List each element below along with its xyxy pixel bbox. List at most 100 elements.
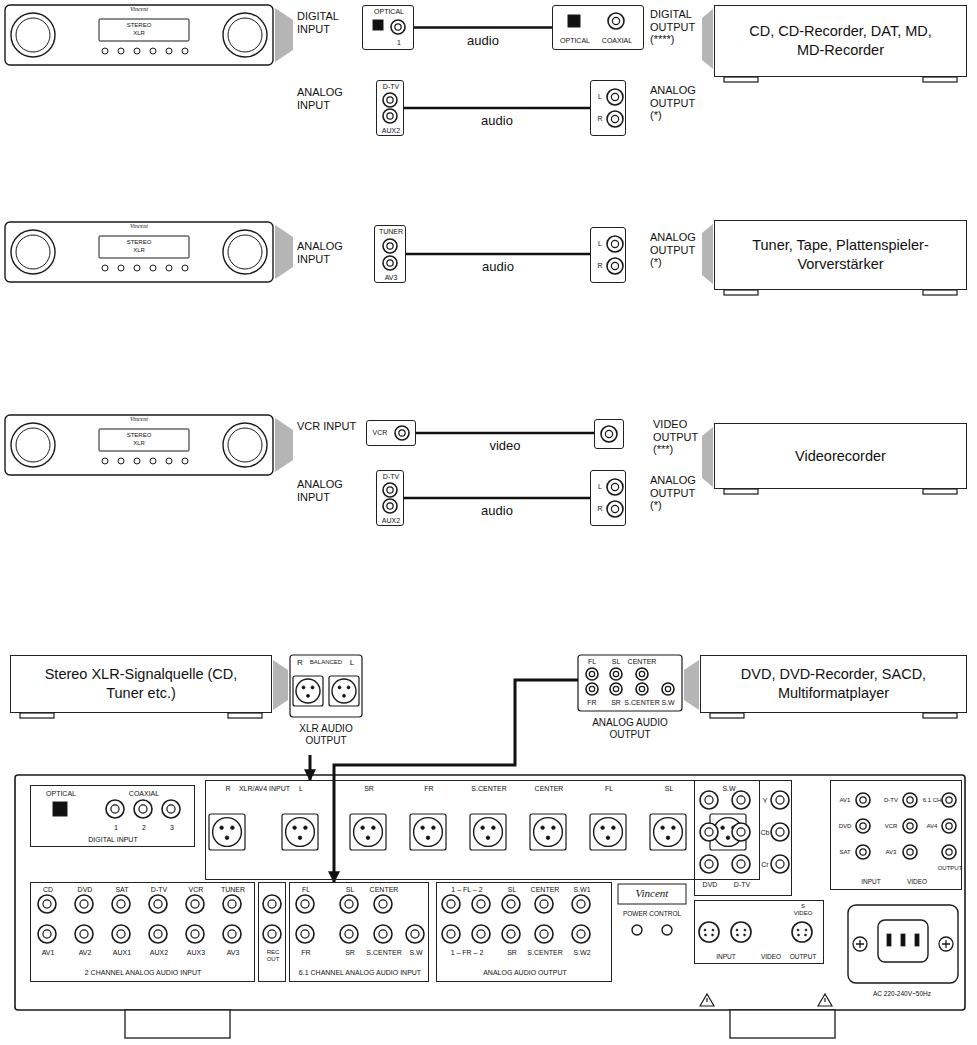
jack-symbols	[650, 814, 686, 850]
device-box: Videorecorder	[714, 423, 967, 489]
jack-symbols	[535, 895, 553, 913]
receiver-front	[118, 458, 124, 464]
jack-symbols	[298, 836, 302, 840]
jack-symbols	[737, 828, 745, 836]
jack-symbols	[395, 24, 401, 30]
jack-symbols	[293, 826, 297, 830]
jack-symbols	[726, 836, 730, 840]
jack-symbols	[442, 925, 460, 943]
jack-panel: D-TVAUX2	[376, 80, 404, 136]
device-box: CD, CD-Recorder, DAT, MD, MD-Recorder	[714, 5, 967, 77]
receiver-front	[182, 265, 188, 271]
jack-symbols	[447, 900, 455, 908]
receiver-front	[166, 265, 172, 271]
signal-cable	[414, 26, 552, 29]
jack-symbols	[611, 240, 618, 247]
jack-label: FR	[301, 949, 310, 957]
jack-label: D-TV	[383, 473, 399, 481]
jack-label: CENTER	[370, 886, 399, 894]
jack-symbols	[700, 823, 718, 841]
receiver-front	[16, 18, 50, 52]
signal-beam	[702, 427, 713, 487]
receiver-front	[16, 235, 50, 269]
device-name: CD, CD-Recorder, DAT, MD, MD-Recorder	[745, 22, 936, 60]
receiver-front	[150, 48, 156, 54]
jack-label: SR	[507, 949, 517, 957]
jack-label: S.W	[661, 699, 674, 707]
jack-panel: OPTICALCOAXIAL	[552, 5, 644, 50]
jack-symbols	[374, 895, 392, 913]
jack-label: AUX1	[113, 949, 131, 957]
receiver-front	[118, 265, 124, 271]
jack-symbols	[607, 111, 623, 127]
jack-symbols	[907, 797, 913, 803]
jack-symbols	[639, 671, 644, 676]
jack-label: L	[350, 658, 354, 667]
receiver-front	[99, 236, 189, 258]
receiver-front	[166, 458, 172, 464]
jack-symbols	[903, 845, 917, 859]
jack-label: CENTER	[628, 658, 657, 666]
jack-symbols	[535, 925, 553, 943]
jack-symbols	[383, 499, 397, 513]
jack-symbols	[149, 925, 167, 943]
jack-symbols	[661, 826, 665, 830]
rear-panel	[915, 934, 919, 946]
signal-beam	[275, 225, 293, 279]
signal-beam	[275, 8, 293, 62]
jack-symbols	[53, 802, 67, 816]
receiver-front	[182, 458, 188, 464]
jack-symbols	[744, 929, 746, 931]
jack-symbols	[387, 260, 393, 266]
jack-symbols	[345, 900, 353, 908]
jack-label: D-TV	[734, 881, 750, 889]
jack-symbols	[771, 855, 789, 873]
rear-panel	[939, 937, 953, 951]
jack-symbols	[639, 686, 644, 691]
jack-symbols	[154, 930, 162, 938]
jack-symbols	[798, 934, 800, 936]
device-name: DVD, DVD-Recorder, SACD, Multiformatplay…	[731, 665, 936, 703]
jack-symbols	[38, 895, 56, 913]
jack-symbols	[613, 686, 618, 691]
jack-symbols	[302, 686, 305, 689]
jack-symbols	[665, 686, 670, 691]
jack-label: R	[597, 115, 602, 123]
receiver-front	[228, 18, 262, 52]
jack-label: XLR AUDIO OUTPUT	[283, 723, 369, 746]
jack-symbols	[186, 895, 204, 913]
jack-symbols	[387, 243, 393, 249]
connector-group: YCbCrDVDD-TV	[694, 780, 792, 896]
jack-symbols	[293, 676, 323, 706]
jack-label: S.W	[409, 949, 422, 957]
rear-panel	[15, 775, 965, 1038]
jack-symbols	[607, 236, 623, 252]
display-text: STEREO	[127, 239, 152, 246]
receiver-front	[134, 48, 140, 54]
jack-label: DVD	[703, 881, 718, 889]
jack-symbols	[705, 860, 713, 868]
jack-symbols	[577, 900, 585, 908]
jack-label: Cb	[761, 829, 770, 837]
jack-symbols	[610, 683, 622, 695]
jack-symbols	[191, 930, 199, 938]
display-text: XLR	[133, 247, 145, 254]
jack-symbols	[410, 814, 446, 850]
jack-label: AUX3	[187, 949, 205, 957]
jack-symbols	[607, 479, 623, 495]
connection-caption: ANALOG INPUT	[297, 478, 359, 503]
jack-symbols	[296, 895, 314, 913]
jack-panel: RBALANCEDLXLR AUDIO OUTPUT	[290, 655, 362, 755]
jack-symbols	[354, 818, 383, 847]
jack-symbols	[332, 679, 356, 703]
jack-symbols	[636, 683, 648, 695]
receiver-front	[5, 222, 273, 282]
jack-label: AV4	[927, 823, 938, 830]
jack-label: DVD	[78, 886, 93, 894]
jack-symbols	[374, 925, 392, 943]
jack-symbols	[340, 895, 358, 913]
device-box: Tuner, Tape, Plattenspieler-Vorverstärke…	[714, 220, 967, 290]
jack-label: OPTICAL	[560, 37, 590, 45]
device-feet	[228, 713, 262, 718]
cable-label: audio	[480, 260, 516, 274]
